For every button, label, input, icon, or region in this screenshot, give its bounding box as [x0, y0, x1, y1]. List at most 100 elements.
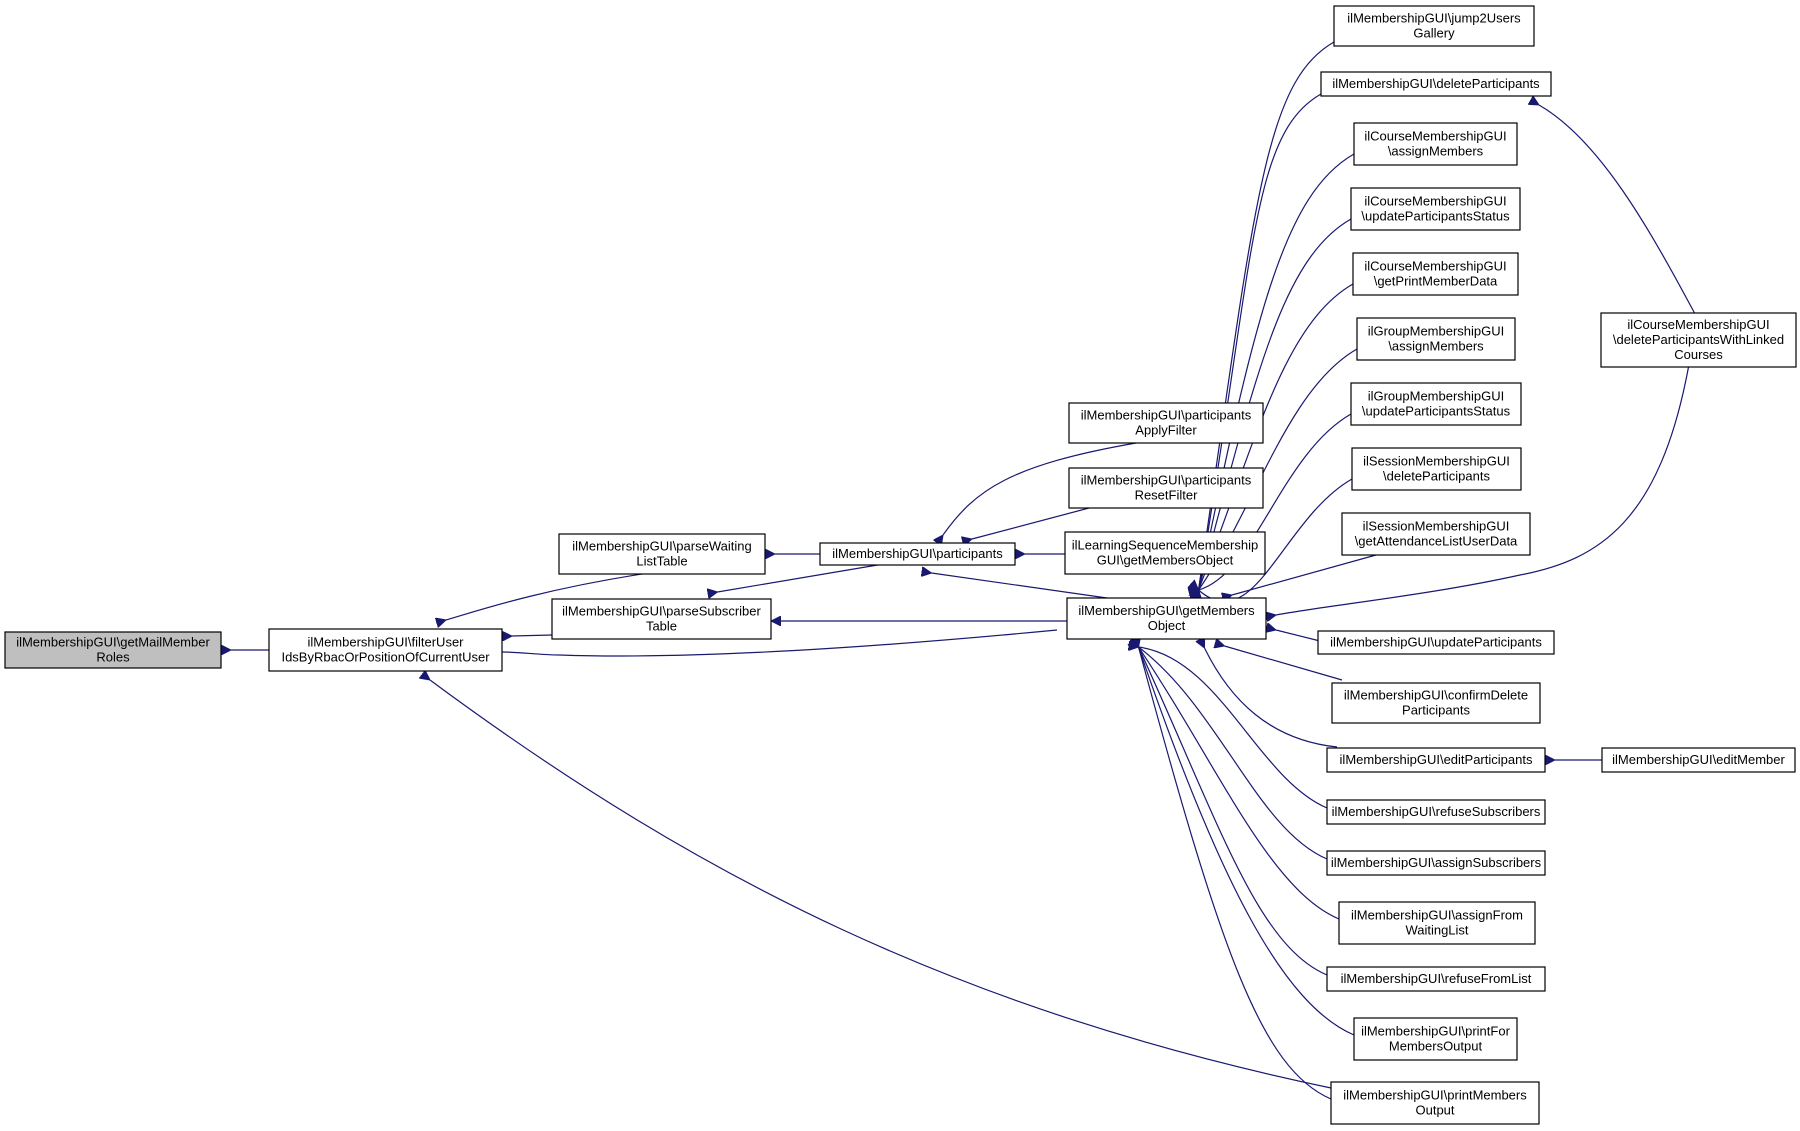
edge-editParticipants-to-getMembersObject [1205, 648, 1338, 748]
node-editMember[interactable]: ilMembershipGUI\editMember [1601, 747, 1796, 773]
node-getMembersObject[interactable]: ilMembershipGUI\getMembersObject [1066, 597, 1267, 640]
node-label-line: ilGroupMembershipGUI [1368, 324, 1505, 339]
node-grpUpdateStatus[interactable]: ilGroupMembershipGUI\updateParticipantsS… [1350, 382, 1522, 426]
node-label-line: ilCourseMembershipGUI [1364, 194, 1506, 209]
node-label-line: Output [1415, 1103, 1454, 1118]
node-box [558, 533, 766, 575]
node-box [1330, 1081, 1540, 1125]
node-label-line: ilSessionMembershipGUI [1363, 454, 1510, 469]
node-crsPrint[interactable]: ilCourseMembershipGUI\getPrintMemberData [1352, 252, 1519, 296]
node-label-line: Courses [1674, 347, 1723, 362]
node-box [1601, 747, 1796, 773]
node-label-line: ilMembershipGUI\participants [832, 546, 1003, 561]
node-label-line: ilMembershipGUI\printMembers [1343, 1088, 1527, 1103]
edge-deleteParticipants-to-getMembersObject [1199, 93, 1322, 590]
node-assignSubscribers[interactable]: ilMembershipGUI\assignSubscribers [1326, 850, 1546, 876]
node-box [1064, 531, 1266, 575]
node-label-line: ilMembershipGUI\assignFrom [1351, 908, 1523, 923]
node-editParticipants[interactable]: ilMembershipGUI\editParticipants [1326, 747, 1546, 773]
node-label-line: ilMembershipGUI\filterUser [307, 635, 464, 650]
node-label-line: \assignMembers [1388, 144, 1484, 159]
edge-getMembersObject-to-filterUser [502, 629, 1058, 656]
node-label-line: ApplyFilter [1135, 423, 1197, 438]
node-box [1331, 682, 1541, 724]
node-label-line: ilMembershipGUI\editParticipants [1340, 752, 1533, 767]
node-sessDelete[interactable]: ilSessionMembershipGUI\deleteParticipant… [1351, 447, 1522, 491]
node-label-line: ilGroupMembershipGUI [1368, 389, 1505, 404]
node-box [1068, 402, 1264, 444]
node-label-line: Table [646, 619, 677, 634]
node-label-line: ilMembershipGUI\confirmDelete [1344, 688, 1528, 703]
edge-confirmDelete-to-getMembersObject [1225, 646, 1343, 681]
node-grpAssign[interactable]: ilGroupMembershipGUI\assignMembers [1356, 317, 1516, 361]
edge-refuseSubscribers-to-getMembersObject [1139, 647, 1328, 809]
node-label-line: WaitingList [1405, 923, 1468, 938]
edge-printForMembers-to-getMembersObject [1139, 647, 1355, 1036]
node-label-line: ilMembershipGUI\getMailMember [16, 635, 210, 650]
node-refuseSubscribers[interactable]: ilMembershipGUI\refuseSubscribers [1326, 799, 1546, 825]
node-label-line: Gallery [1413, 26, 1455, 41]
node-label-line: ilCourseMembershipGUI [1364, 129, 1506, 144]
node-label-line: ilMembershipGUI\printFor [1361, 1024, 1510, 1039]
node-box [1338, 901, 1536, 945]
node-box [1352, 252, 1519, 296]
node-label-line: \assignMembers [1388, 339, 1484, 354]
node-deleteParticipants[interactable]: ilMembershipGUI\deleteParticipants [1320, 71, 1552, 97]
node-label-line: ilLearningSequenceMembership [1072, 538, 1258, 553]
node-crsDeleteLinked[interactable]: ilCourseMembershipGUI\deleteParticipants… [1600, 312, 1797, 368]
node-box [1333, 5, 1535, 47]
edge-assignSubscribers-to-getMembersObject [1139, 647, 1328, 860]
node-updateParticipants[interactable]: ilMembershipGUI\updateParticipants [1317, 630, 1555, 655]
edge-sessAttendance-to-getMembersObject [1232, 554, 1377, 595]
node-box [1326, 747, 1546, 773]
edge-parseWaiting-to-filterUser [446, 573, 643, 620]
node-label-line: Object [1148, 618, 1186, 633]
node-crsAssign[interactable]: ilCourseMembershipGUI\assignMembers [1353, 122, 1518, 166]
node-label-line: ilMembershipGUI\refuseFromList [1341, 971, 1532, 986]
node-box [1350, 187, 1521, 231]
node-refuseFromList[interactable]: ilMembershipGUI\refuseFromList [1326, 966, 1546, 992]
node-label-line: ilSessionMembershipGUI [1363, 519, 1510, 534]
edge-updateParticipants-to-getMembersObject [1276, 630, 1319, 642]
node-box [1066, 597, 1267, 640]
node-box [1068, 467, 1264, 509]
node-label-line: ResetFilter [1135, 488, 1199, 503]
node-label-line: ListTable [636, 554, 687, 569]
node-confirmDelete[interactable]: ilMembershipGUI\confirmDeleteParticipant… [1331, 682, 1541, 724]
node-label-line: ilMembershipGUI\assignSubscribers [1331, 855, 1542, 870]
node-label-line: \getPrintMemberData [1374, 274, 1498, 289]
node-box [1326, 850, 1546, 876]
node-filterUser[interactable]: ilMembershipGUI\filterUserIdsByRbacOrPos… [268, 628, 503, 672]
node-participants[interactable]: ilMembershipGUI\participants [819, 542, 1016, 566]
node-lsGetMembers[interactable]: ilLearningSequenceMembershipGUI\getMembe… [1064, 531, 1266, 575]
node-label-line: ilMembershipGUI\deleteParticipants [1332, 76, 1540, 91]
node-box [1600, 312, 1797, 368]
node-label-line: \updateParticipantsStatus [1361, 209, 1510, 224]
node-label-line: ilMembershipGUI\participants [1081, 473, 1252, 488]
edge-resetFilter-to-participants [972, 507, 1090, 539]
node-label-line: Participants [1402, 703, 1470, 718]
node-sessAttendance[interactable]: ilSessionMembershipGUI\getAttendanceList… [1341, 512, 1531, 556]
node-box [1353, 1017, 1518, 1061]
node-box [1341, 512, 1531, 556]
node-crsUpdateStatus[interactable]: ilCourseMembershipGUI\updateParticipants… [1350, 187, 1521, 231]
node-label-line: ilMembershipGUI\jump2Users [1347, 11, 1521, 26]
node-box [1356, 317, 1516, 361]
node-label-line: ilMembershipGUI\participants [1081, 408, 1252, 423]
node-label-line: ilCourseMembershipGUI [1364, 259, 1506, 274]
edge-parseSubscriber-to-filterUser [512, 635, 553, 636]
node-label-line: \deleteParticipants [1383, 469, 1490, 484]
node-box [1351, 447, 1522, 491]
node-label-line: ilMembershipGUI\updateParticipants [1330, 635, 1542, 650]
edge-crsUpdateStatus-to-getMembersObject [1199, 218, 1352, 590]
